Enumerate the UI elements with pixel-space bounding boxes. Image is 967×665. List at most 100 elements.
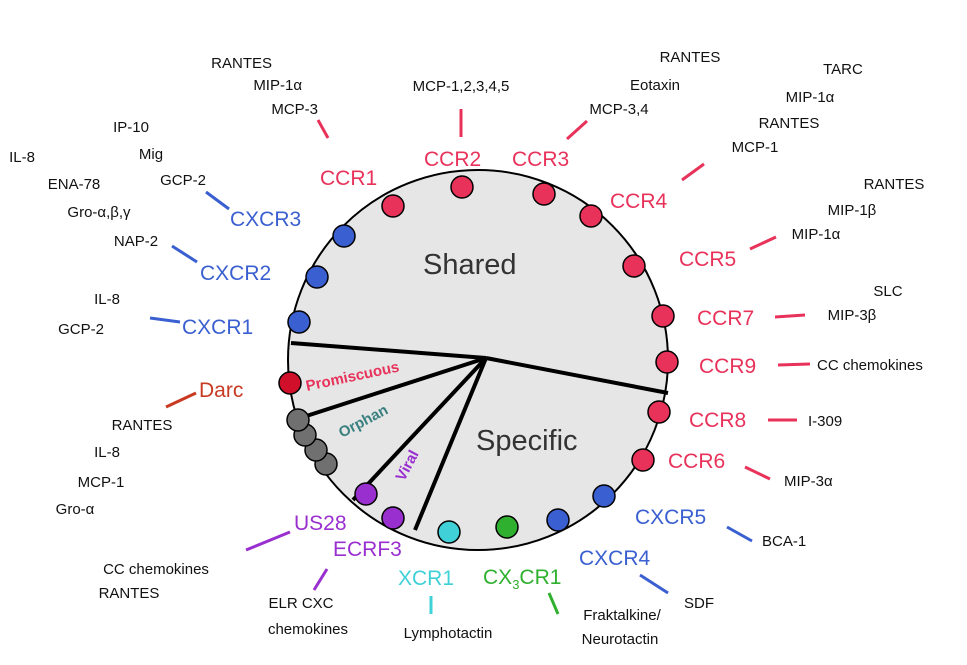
receptor-dots xyxy=(278,175,679,544)
ligand: RANTES xyxy=(660,49,721,66)
dot-ccr3 xyxy=(532,182,556,206)
connector-ccr3 xyxy=(565,119,589,141)
connector-ccr6 xyxy=(744,465,771,481)
ligand-cxcr5: BCA-1 xyxy=(762,533,806,550)
cx3cr1-subscript: 3 xyxy=(512,577,519,592)
connector-ccr7 xyxy=(774,313,806,319)
receptor-ccr8: CCR8 xyxy=(689,409,746,432)
ligand: GCP-2 xyxy=(58,321,104,338)
connector-ccr9 xyxy=(777,362,811,367)
ligand: MCP-3 xyxy=(271,101,318,118)
connector-ccr5 xyxy=(749,235,777,251)
connector-darc xyxy=(165,391,197,409)
receptor-cxcr2: CXCR2 xyxy=(200,262,271,285)
receptor-ccr4: CCR4 xyxy=(610,190,667,213)
dot-orphan-4 xyxy=(286,408,310,432)
ligand: MIP-1α xyxy=(253,77,302,94)
ligand-xcr1: Lymphotactin xyxy=(404,625,493,642)
ligand: MIP-1α xyxy=(792,226,841,243)
dot-cx3cr1 xyxy=(495,515,519,539)
connector-ccr1 xyxy=(316,119,330,139)
dot-ccr7 xyxy=(651,304,675,328)
ligand: MIP-1β xyxy=(828,202,877,219)
receptor-labels: CCR1 CCR2 CCR3 CCR4 CCR5 CCR7 CCR9 CCR8 … xyxy=(182,148,756,592)
dot-ccr4 xyxy=(579,204,603,228)
ligand: Neurotactin xyxy=(582,631,659,648)
connector-ccr4 xyxy=(681,162,705,182)
dot-darc xyxy=(278,371,302,395)
cx3cr1-prefix: CX xyxy=(483,566,512,589)
ligand: IL-8 xyxy=(94,291,120,308)
receptor-ccr6: CCR6 xyxy=(668,450,725,473)
ligand: IL-8 xyxy=(9,149,35,166)
dot-ccr2 xyxy=(450,175,474,199)
dot-ecrf3 xyxy=(381,506,405,530)
dot-xcr1 xyxy=(437,520,461,544)
ligand: MCP-3,4 xyxy=(589,101,648,118)
connector-cxcr5 xyxy=(726,525,753,543)
cx3cr1-suffix: CR1 xyxy=(519,566,561,589)
ligand-cx3cr1: Fraktalkine/Neurotactin xyxy=(582,607,662,648)
receptor-cxcr4: CXCR4 xyxy=(579,547,651,570)
region-label-specific: Specific xyxy=(476,425,578,457)
connector-cxcr1 xyxy=(149,316,181,324)
ligand: RANTES xyxy=(759,115,820,132)
dot-cxcr5 xyxy=(592,484,616,508)
ligand: MIP-1α xyxy=(786,89,835,106)
ligand: SLC xyxy=(873,283,902,300)
receptor-us28: US28 xyxy=(294,512,347,535)
ligand-ccr6: MIP-3α xyxy=(784,473,833,490)
receptor-ecrf3: ECRF3 xyxy=(333,538,402,561)
receptor-ccr1: CCR1 xyxy=(320,167,377,190)
ligand: RANTES xyxy=(99,585,160,602)
dot-ccr1 xyxy=(381,194,405,218)
connector-us28 xyxy=(245,530,291,552)
dot-us28 xyxy=(354,482,378,506)
dot-ccr5 xyxy=(622,254,646,278)
ligand: Gro-α xyxy=(56,501,95,518)
receptor-cx3cr1: CX3CR1 xyxy=(483,566,561,592)
ligand: MCP-1 xyxy=(78,474,125,491)
ligand: MCP-1 xyxy=(732,139,779,156)
dot-ccr9 xyxy=(655,350,679,374)
receptor-ccr7: CCR7 xyxy=(697,307,754,330)
ligand-ccr8: I-309 xyxy=(808,413,842,430)
ligand: IL-8 xyxy=(94,444,120,461)
connector-lines xyxy=(149,109,811,615)
receptor-ccr9: CCR9 xyxy=(699,355,756,378)
ligand: RANTES xyxy=(864,176,925,193)
ligand: Gro-α,β,γ xyxy=(67,204,131,221)
dot-ccr8 xyxy=(647,400,671,424)
ligand: Eotaxin xyxy=(630,77,680,94)
receptor-darc: Darc xyxy=(199,379,243,402)
dot-cxcr1 xyxy=(287,310,311,334)
ligand-ccr2: MCP-1,2,3,4,5 xyxy=(413,78,510,95)
ligand: Fraktalkine/ xyxy=(583,607,661,624)
receptor-cxcr3: CXCR3 xyxy=(230,208,301,231)
connector-cxcr2 xyxy=(171,244,198,264)
dot-ccr6 xyxy=(631,448,655,472)
ligand: TARC xyxy=(823,61,863,78)
connector-ecrf3 xyxy=(312,568,329,591)
connector-cxcr4 xyxy=(639,573,669,595)
receptor-ccr3: CCR3 xyxy=(512,148,569,171)
ligand: ENA-78 xyxy=(48,176,101,193)
ligand-cxcr2: NAP-2 xyxy=(114,233,158,250)
receptor-cxcr1: CXCR1 xyxy=(182,316,253,339)
region-label-shared: Shared xyxy=(423,249,517,281)
connector-cxcr3 xyxy=(205,190,230,211)
ligand: CC chemokines xyxy=(103,561,209,578)
ligand: GCP-2 xyxy=(160,172,206,189)
ligand: Mig xyxy=(139,146,163,163)
